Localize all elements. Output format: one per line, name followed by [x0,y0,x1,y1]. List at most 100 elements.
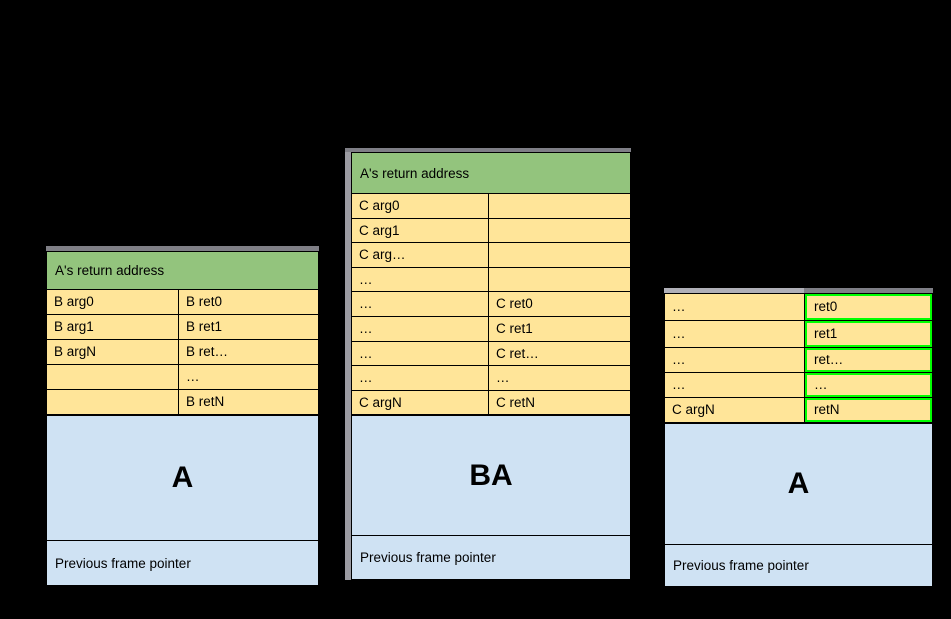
cell-arg-label: C arg1 [359,222,400,238]
cell-ret-label: ret… [814,352,844,368]
table-row: … … [665,373,932,398]
cell-ret-highlighted: ret… [805,348,932,372]
panel-middle-top-scrollbar [345,148,631,152]
cell-ret [489,218,630,243]
cell-arg-label: … [359,370,373,386]
panel-right-previous-frame-pointer-label: Previous frame pointer [673,558,809,573]
cell-ret-label: … [814,377,828,393]
table-row: … ret0 [665,294,932,321]
cell-ret: B retN [179,390,318,414]
cell-arg: C argN [352,390,489,415]
cell-ret: B ret… [179,340,318,364]
cell-ret-label: retN [814,402,840,418]
cell-arg-label: … [672,377,686,393]
cell-arg: C argN [665,398,805,422]
cell-arg: … [665,321,805,347]
cell-ret-label: ret1 [814,326,838,342]
panel-right-frame-label: A [787,467,810,500]
cell-arg: B arg1 [47,315,179,339]
cell-ret: C retN [489,390,630,415]
cell-arg-label: C arg… [359,247,406,263]
cell-ret-label: … [186,369,200,385]
panel-left-return-address-label: A's return address [55,263,165,278]
cell-ret [489,194,630,218]
panel-middle-previous-frame-pointer-label: Previous frame pointer [360,550,496,566]
cell-arg: … [352,341,489,366]
panel-left-return-address-row: A's return address [47,252,318,290]
cell-ret-highlighted: ret0 [805,294,932,320]
cell-ret [489,243,630,267]
cell-arg-label: … [359,271,373,287]
cell-arg: … [665,348,805,372]
cell-arg-label: B arg1 [54,319,94,335]
cell-ret-label: C ret0 [496,296,533,312]
cell-ret-label: B ret… [186,344,229,360]
cell-ret-label: B ret1 [186,319,223,335]
table-row: … C ret0 [352,292,630,317]
cell-arg-label: … [672,299,686,315]
cell-arg: … [352,267,489,292]
table-row: C argN retN [665,398,932,423]
panel-middle-left-scrollbar [345,148,351,580]
cell-arg-label: B arg0 [54,294,94,310]
panel-left-frame-block: A [47,415,318,541]
cell-ret-label: ret0 [814,299,838,315]
cell-arg: C arg… [352,243,489,267]
cell-arg-label: B argN [54,344,97,360]
cell-arg: B argN [47,340,179,364]
cell-ret [489,267,630,292]
cell-arg: C arg0 [352,194,489,218]
table-row: B argN B ret… [47,340,318,365]
panel-middle-return-address-label: A's return address [360,165,470,181]
cell-ret-label: … [496,370,510,386]
panel-right-frame-block: A [665,423,932,545]
cell-ret-highlighted: ret1 [805,321,932,347]
table-row: … ret… [665,348,932,373]
cell-arg-label: C argN [359,394,402,410]
cell-ret-highlighted: … [805,373,932,397]
cell-ret-label: B ret0 [186,294,223,310]
cell-ret: C ret… [489,341,630,366]
table-row: … C ret… [352,341,630,367]
cell-arg: C arg1 [352,218,489,243]
cell-ret: C ret0 [489,292,630,316]
table-row: B retN [47,390,318,415]
cell-ret-label: C ret… [496,345,539,361]
cell-arg: … [665,373,805,397]
cell-ret: … [489,366,630,390]
stack-diagram-left: A's return address B arg0 B ret0 B arg1 … [46,251,319,586]
table-row: C arg0 [352,194,630,219]
cell-arg: … [352,316,489,341]
cell-ret-label: B retN [186,394,225,410]
panel-left-top-scrollbar [46,246,319,251]
cell-arg: B arg0 [47,290,179,314]
panel-middle-return-address-row: A's return address [352,153,630,194]
panel-right-previous-frame-pointer-row: Previous frame pointer [665,545,932,586]
cell-ret: B ret1 [179,315,318,339]
panel-middle-frame-label: BA [469,458,513,492]
cell-arg-label: … [359,345,373,361]
table-row: C arg… [352,243,630,268]
cell-ret-highlighted: retN [805,398,932,422]
cell-arg: … [665,294,805,320]
cell-arg: … [352,292,489,316]
table-row: … ret1 [665,321,932,348]
cell-ret: … [179,365,318,389]
cell-arg [47,365,179,389]
cell-ret-label: C ret1 [496,321,533,337]
table-row: … … [352,366,630,391]
cell-arg [47,390,179,414]
stack-diagram-middle: A's return address C arg0 C arg1 C arg… … [351,152,631,580]
table-row: C arg1 [352,218,630,244]
table-row: B arg0 B ret0 [47,290,318,315]
table-row: B arg1 B ret1 [47,315,318,340]
cell-arg-label: … [359,321,373,337]
cell-ret-label: C retN [496,394,536,410]
panel-left-previous-frame-pointer-row: Previous frame pointer [47,541,318,585]
cell-arg-label: … [672,352,686,368]
table-row: … C ret1 [352,316,630,342]
panel-left-previous-frame-pointer-label: Previous frame pointer [55,555,191,571]
cell-arg-label: … [359,296,373,312]
cell-ret: C ret1 [489,316,630,341]
table-row: … [47,365,318,390]
